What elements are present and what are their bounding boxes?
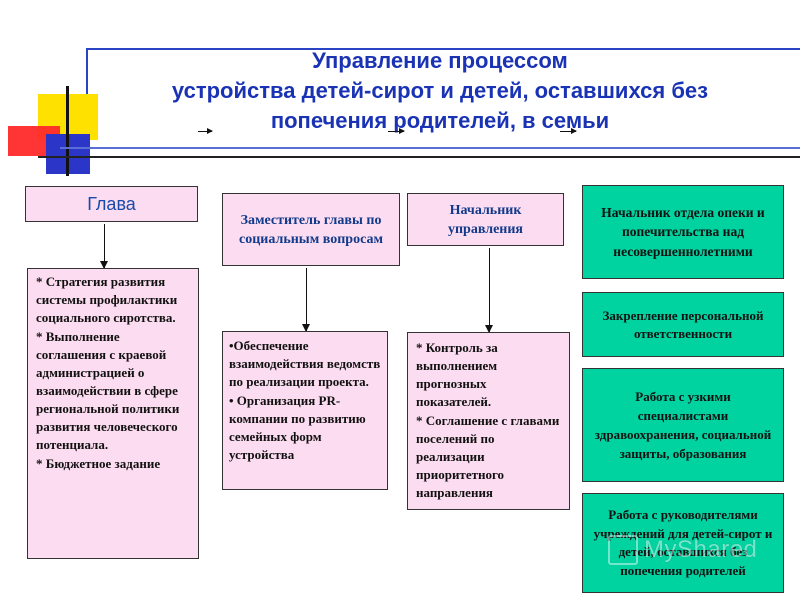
watermark-logo-icon [608,535,638,565]
deputy-duty-item: • Организация PR-компании по развитию се… [229,393,366,462]
deputy-duty-item: •Обеспечение взаимодействия ведомств по … [229,338,381,389]
head-duties-box: * Стратегия развития системы профилактик… [27,268,199,559]
specialists-box: Работа с узкими специалистами здравоохра… [582,368,784,482]
head-box: Глава [25,186,198,222]
responsibility-box: Закрепление персональной ответственности [582,292,784,357]
small-arrow-icon [198,128,213,134]
institutions-box: Работа с руководителями учреждений для д… [582,493,784,593]
head-duty-item: * Стратегия развития системы профилактик… [36,274,178,325]
deputy-duties-box: •Обеспечение взаимодействия ведомств по … [222,331,388,490]
chief-duty-item: * Контроль за выполнением прогнозных пок… [416,340,498,409]
title-line-3: попечения родителей, в семьи [270,108,610,133]
decor-line-blue [60,147,800,149]
small-arrow-icon [388,128,405,134]
arrow-down-icon [100,224,108,269]
decor-line-top [86,48,800,50]
arrow-down-icon [485,248,493,333]
decor-line-black [38,156,800,158]
small-arrow-icon [560,128,577,134]
title-line-1: Управление процессом [312,48,568,73]
slide-title: Управление процессом устройства детей-си… [100,46,780,136]
head-duty-item: * Выполнение соглашения с краевой админи… [36,329,180,452]
deputy-head-box: Заместитель главы по социальным вопросам [222,193,400,266]
head-duty-item: * Бюджетное задание [36,456,161,471]
guardianship-chief-box: Начальник отдела опеки и попечительства … [582,185,784,279]
watermark-text: MyShared [644,536,758,563]
title-line-2: устройства детей-сирот и детей, оставших… [171,78,709,103]
arrow-down-icon [302,268,310,332]
chief-duty-item: * Соглашение с главами поселений по реал… [416,413,560,500]
watermark: MyShared [608,530,788,570]
department-chief-box: Начальник управления [407,193,564,246]
decor-line-vertical-black [66,86,69,176]
chief-duties-box: * Контроль за выполнением прогнозных пок… [407,332,570,510]
